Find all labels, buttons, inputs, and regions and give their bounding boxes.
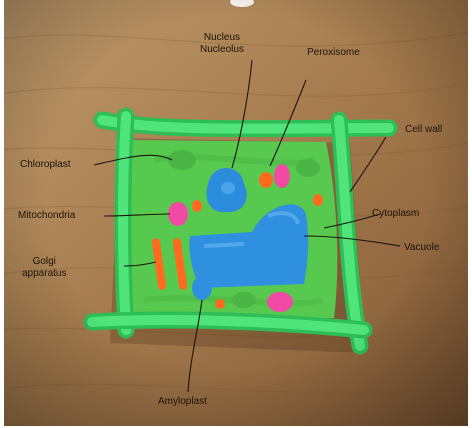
label-golgi: Golgi apparatus (22, 256, 66, 280)
label-peroxisome: Peroxisome (307, 47, 360, 59)
label-cytoplasm: Cytoplasm (372, 208, 419, 220)
label-nucleus: Nucleus Nucleolus (200, 32, 244, 56)
label-mitochondria: Mitochondria (18, 210, 75, 222)
label-golgi-line2: apparatus (22, 268, 66, 280)
label-golgi-line1: Golgi (22, 256, 66, 268)
label-cell-wall: Cell wall (405, 124, 442, 136)
label-amyloplast: Amyloplast (158, 396, 207, 408)
label-nucleolus-line2: Nucleolus (200, 44, 244, 56)
label-vacuole: Vacuole (404, 242, 439, 254)
label-chloroplast: Chloroplast (20, 159, 71, 171)
label-nucleus-line1: Nucleus (200, 32, 244, 44)
plant-cell-model-photo: Nucleus Nucleolus Peroxisome Cell wall C… (4, 0, 468, 426)
